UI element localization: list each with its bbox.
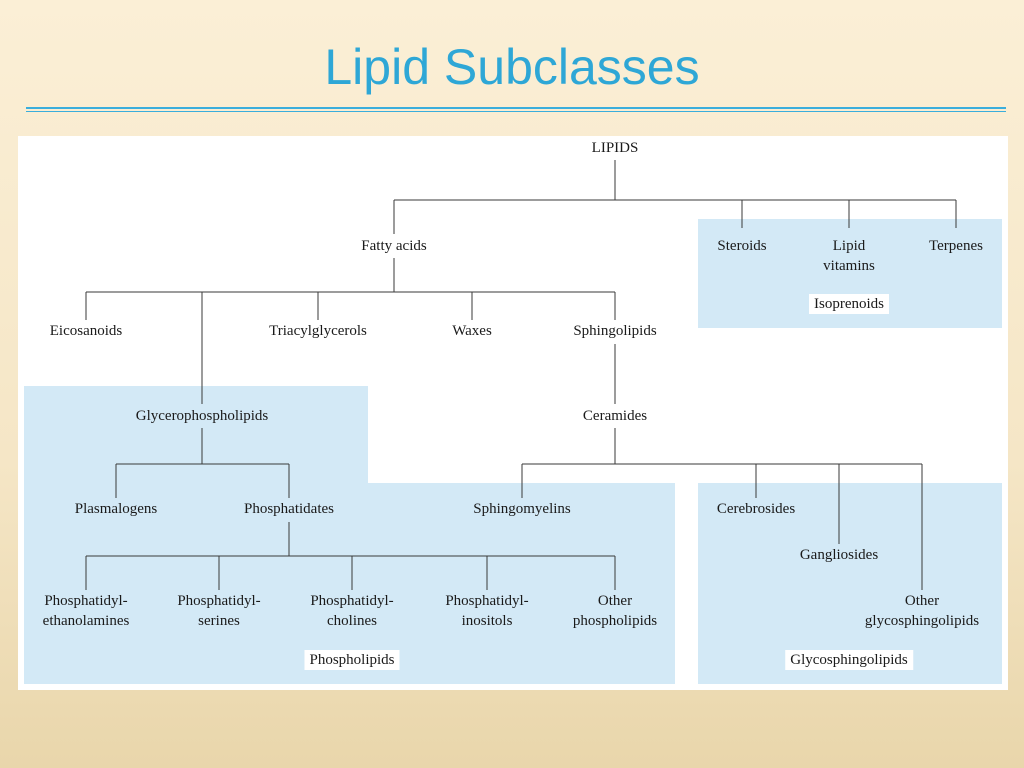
node-phosphatidyl-cholines: Phosphatidyl- cholines	[310, 591, 393, 631]
node-pe-line2: ethanolamines	[42, 613, 130, 629]
slide-title: Lipid Subclasses	[324, 39, 700, 95]
node-other-glyco-line1: Other	[904, 593, 940, 609]
node-terpenes: Terpenes	[929, 238, 983, 254]
node-glycerophospholipids: Glycerophospholipids	[135, 408, 269, 424]
node-phosphatidates: Phosphatidates	[244, 501, 334, 517]
node-lipid-vitamins-line2: vitamins	[823, 258, 875, 274]
node-other-glycosphingolipids: Other glycosphingolipids	[865, 591, 979, 631]
node-pi-line1: Phosphatidyl-	[445, 593, 529, 609]
node-ps-line1: Phosphatidyl-	[177, 593, 261, 609]
node-phosphatidyl-inositols: Phosphatidyl- inositols	[445, 591, 528, 631]
node-other-phospholipids: Other phospholipids	[573, 591, 657, 631]
node-gangliosides: Gangliosides	[799, 547, 879, 563]
node-lipids: LIPIDS	[591, 140, 639, 156]
title-divider-thin	[26, 111, 1006, 112]
node-lipid-vitamins: Lipid vitamins	[823, 236, 875, 276]
node-steroids: Steroids	[717, 238, 767, 254]
node-fatty-acids: Fatty acids	[361, 236, 427, 256]
node-eicosanoids: Eicosanoids	[49, 323, 123, 339]
title-divider	[26, 107, 1006, 109]
connector-lines	[85, 160, 957, 590]
group-label-isoprenoids: Isoprenoids	[809, 294, 889, 314]
node-waxes: Waxes	[452, 323, 492, 339]
node-ceramides: Ceramides	[582, 408, 648, 424]
node-cerebrosides: Cerebrosides	[716, 501, 796, 517]
group-label-glycosphingolipids: Glycosphingolipids	[785, 650, 913, 670]
node-other-pl-line1: Other	[597, 593, 633, 609]
node-plasmalogens: Plasmalogens	[74, 501, 158, 517]
node-ps-line2: serines	[198, 613, 240, 629]
node-triacylglycerols: Triacylglycerols	[269, 323, 367, 339]
node-phosphatidyl-serines: Phosphatidyl- serines	[177, 591, 260, 631]
node-pe-line1: Phosphatidyl-	[44, 593, 128, 609]
node-other-glyco-line2: glycosphingolipids	[864, 613, 980, 629]
node-sphingomyelins: Sphingomyelins	[473, 501, 571, 517]
node-sphingolipids: Sphingolipids	[573, 323, 657, 339]
phospholipids-region	[24, 386, 675, 684]
node-other-pl-line2: phospholipids	[572, 613, 658, 629]
node-pc-line2: cholines	[327, 613, 377, 629]
node-pc-line1: Phosphatidyl-	[310, 593, 394, 609]
node-lipid-vitamins-line1: Lipid	[832, 238, 866, 254]
node-pi-line2: inositols	[461, 613, 513, 629]
lipid-classification-diagram: LIPIDS Fatty acids Steroids Lipid vitami…	[18, 136, 1008, 690]
group-label-phospholipids: Phospholipids	[304, 650, 400, 670]
node-phosphatidyl-ethanolamines: Phosphatidyl- ethanolamines	[43, 591, 130, 631]
